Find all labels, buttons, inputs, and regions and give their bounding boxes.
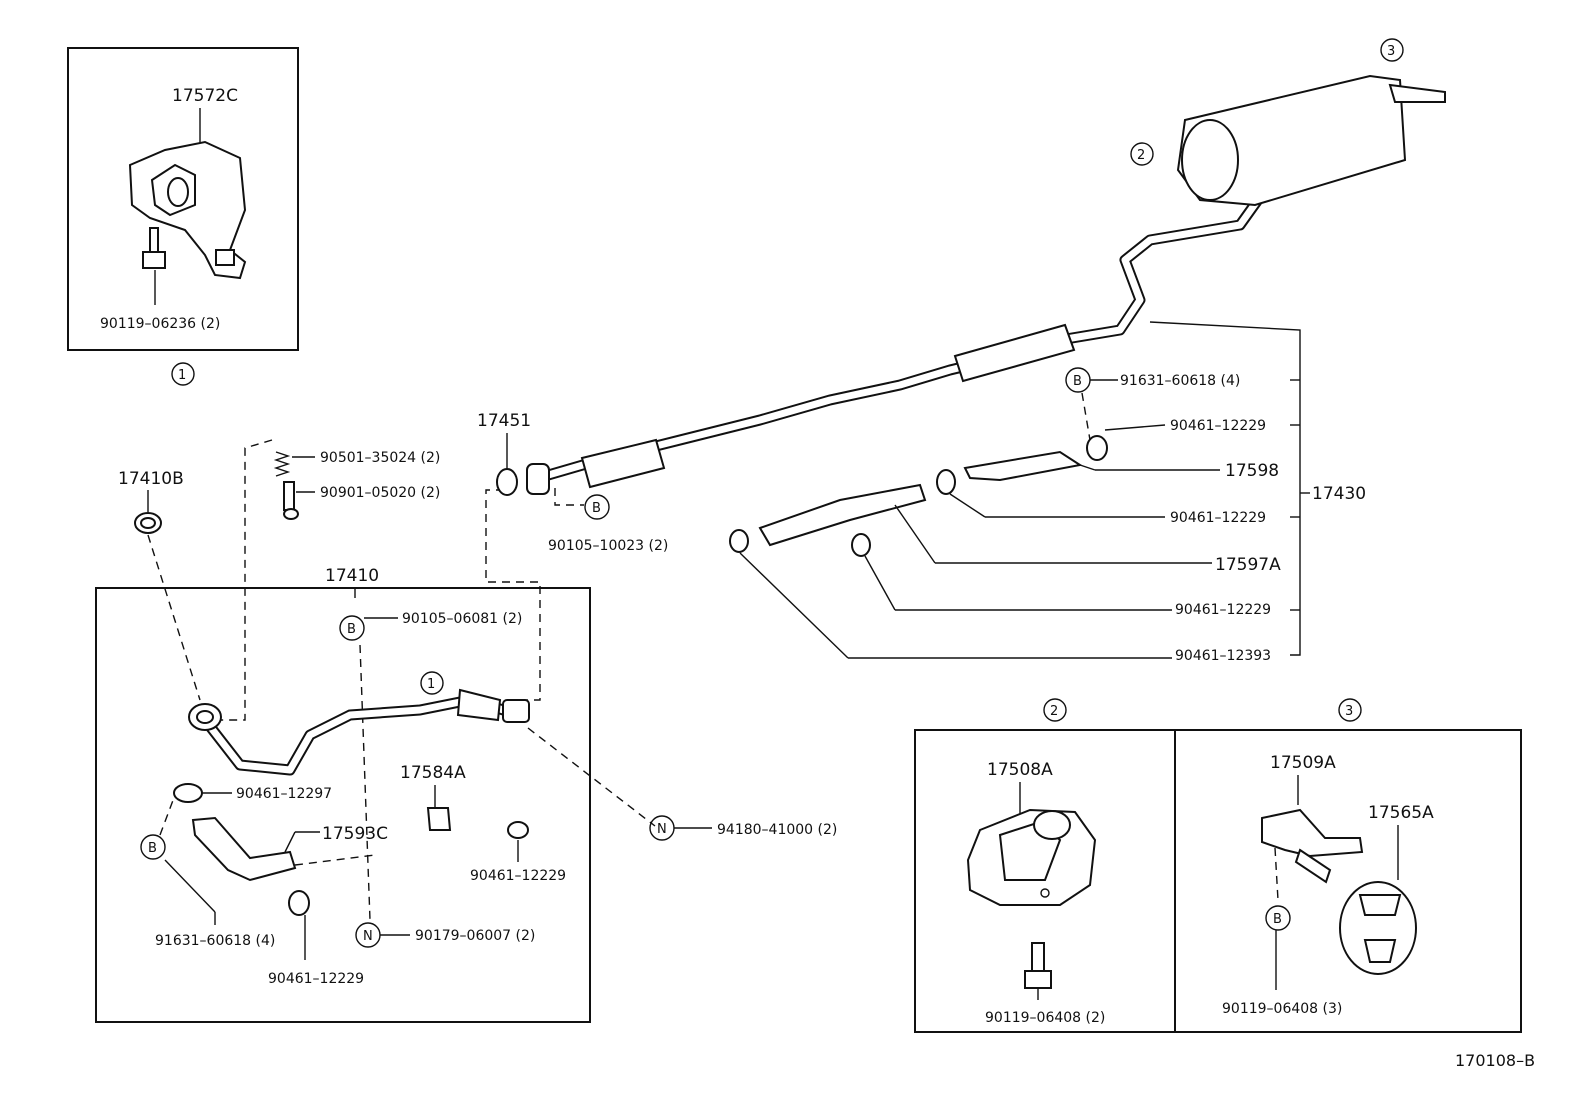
mount-bracket-icon: [128, 140, 247, 280]
inset1-bolt-label: 90119–06236 (2): [100, 316, 220, 332]
circle-b-icon: B: [1065, 367, 1091, 393]
clamp-left-label: 90461–12297: [236, 786, 332, 802]
svg-text:2: 2: [1050, 704, 1058, 719]
bolt-icon: [1024, 942, 1052, 989]
bolt-icon: [142, 227, 166, 269]
svg-text:3: 3: [1387, 44, 1395, 59]
callout-1-pipe: 1: [420, 671, 444, 695]
clamp-icon: [729, 529, 749, 553]
clamp-icon: [173, 783, 203, 803]
svg-text:B: B: [148, 841, 157, 856]
clamp-icon: [426, 807, 452, 831]
muffler-icon: [1176, 74, 1446, 207]
clamp-icon: [851, 533, 871, 557]
inset1-frame: [67, 47, 299, 351]
svg-text:N: N: [363, 929, 373, 944]
list-item-4: 90461–12229: [1170, 510, 1266, 526]
inset2-part-label: 17508A: [987, 760, 1053, 780]
callout-2-inset: 2: [1043, 698, 1067, 722]
insulator-label: 17593C: [322, 824, 388, 844]
muffler-bracket-icon: [966, 808, 1097, 906]
bolt-icon: [283, 481, 299, 520]
figure-code: 170108–B: [1455, 1051, 1535, 1070]
list-item-6: 90461–12229: [1175, 602, 1271, 618]
hanger-bracket-icon: [1261, 808, 1364, 884]
assembly-label: 17430: [1312, 484, 1366, 504]
svg-text:N: N: [657, 822, 667, 837]
svg-text:B: B: [1073, 374, 1082, 389]
list-item-3: 17598: [1225, 461, 1279, 481]
callout-3-muffler: 3: [1380, 38, 1404, 62]
heat-insulator-icon: [758, 483, 927, 547]
svg-text:B: B: [592, 501, 601, 516]
front-pipe-icon: [188, 688, 530, 776]
inset23-frame: [914, 729, 1522, 1033]
list-item-2: 90461–12229: [1170, 418, 1266, 434]
heat-insulator-icon: [963, 450, 1083, 482]
list-item-1: 91631–60618 (4): [1120, 373, 1240, 389]
callout-2-muffler: 2: [1130, 142, 1154, 166]
list-item-5: 17597A: [1215, 555, 1281, 575]
heat-insulator-icon: [191, 816, 297, 882]
svg-text:B: B: [1273, 912, 1282, 927]
inset1-part-label: 17572C: [172, 86, 238, 106]
clamp-icon: [507, 821, 529, 839]
inset2-bolt-label: 90119–06408 (2): [985, 1010, 1105, 1026]
bolt-b-label: 90105–06081 (2): [402, 611, 522, 627]
retainer-label: 91631–60618 (4): [155, 933, 275, 949]
tail-pipe-icon: [526, 184, 1271, 495]
inset3-bolt-label: 90119–06408 (3): [1222, 1001, 1342, 1017]
svg-text:3: 3: [1345, 704, 1353, 719]
front-pipe-label: 17410: [325, 566, 379, 586]
svg-text:B: B: [347, 622, 356, 637]
gasket-label: 17451: [477, 411, 531, 431]
clamp-icon: [936, 469, 956, 495]
callout-3-inset: 3: [1338, 698, 1362, 722]
clamp-icon: [1086, 435, 1108, 461]
gasket-top-label: 17410B: [118, 469, 184, 489]
spring-label: 90501–35024 (2): [320, 450, 440, 466]
circle-b-icon: B: [339, 615, 365, 641]
spring-icon: [273, 451, 291, 477]
clamp-right-code-label: 90461–12229: [470, 868, 566, 884]
circle-b-icon: B: [584, 494, 610, 520]
clamp-bottom-label: 90461–12229: [268, 971, 364, 987]
bolt-top-label: 90901–05020 (2): [320, 485, 440, 501]
rubber-hanger-icon: [1339, 881, 1417, 975]
gasket-ring-icon: [134, 512, 162, 534]
nut-n-right-label: 94180–41000 (2): [717, 822, 837, 838]
circle-b-icon: B: [1265, 905, 1291, 931]
list-item-7: 90461–12393: [1175, 648, 1271, 664]
clamp-right-label: 17584A: [400, 763, 466, 783]
gasket-ring-icon: [496, 468, 518, 496]
circle-n-icon: N: [355, 922, 381, 948]
callout-1-inset: 1: [171, 362, 195, 386]
svg-text:1: 1: [427, 677, 435, 692]
inset3-bracket-label: 17509A: [1270, 753, 1336, 773]
circle-n-icon: N: [649, 815, 675, 841]
nut-n-label: 90179–06007 (2): [415, 928, 535, 944]
bolt-center-b-label: 90105–10023 (2): [548, 538, 668, 554]
inset3-hanger-label: 17565A: [1368, 803, 1434, 823]
svg-text:1: 1: [178, 368, 186, 383]
clamp-icon: [288, 890, 310, 916]
svg-text:2: 2: [1137, 148, 1145, 163]
circle-b-icon: B: [140, 834, 166, 860]
front-pipe-frame: [95, 587, 591, 1023]
